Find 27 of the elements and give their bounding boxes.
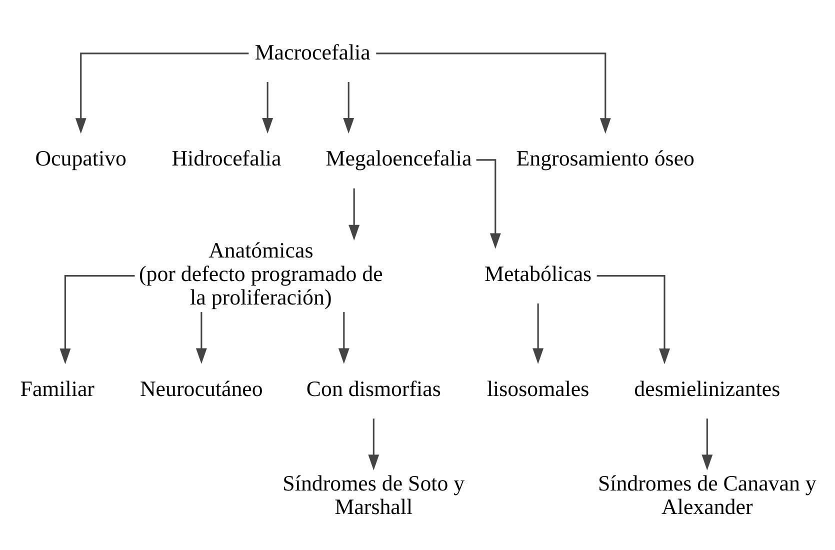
arrow xyxy=(348,188,360,241)
node-text: Engrosamiento óseo xyxy=(516,146,695,171)
node-text: Anatómicas (por defecto programado de la proliferación) xyxy=(138,237,383,310)
arrow xyxy=(532,303,544,364)
node-text: Síndromes de Soto y Marshall xyxy=(282,470,465,520)
node-text: Familiar xyxy=(20,376,94,401)
arrow xyxy=(376,52,611,134)
node-text: desmielinizantes xyxy=(634,376,780,401)
arrow xyxy=(596,275,670,364)
arrow xyxy=(196,312,207,364)
arrow xyxy=(476,159,501,249)
node-text: Macrocefalia xyxy=(254,39,370,64)
node-text: Con dismorfias xyxy=(306,376,441,401)
node-text: Metabólicas xyxy=(484,260,592,286)
node-text: Megaloencefalia xyxy=(326,146,472,171)
node-text: Síndromes de Canavan y Alexander xyxy=(598,470,816,520)
arrow xyxy=(75,52,249,134)
node-text: Ocupativo xyxy=(35,146,126,171)
node-text: lisosomales xyxy=(486,376,590,401)
node-text: Neurocutáneo xyxy=(140,376,263,401)
arrow xyxy=(262,82,274,134)
node-text: Hidrocefalia xyxy=(172,146,282,171)
arrow xyxy=(368,418,380,470)
arrow xyxy=(338,312,350,364)
arrow xyxy=(702,418,713,470)
arrow xyxy=(343,82,354,134)
arrow xyxy=(60,275,135,364)
